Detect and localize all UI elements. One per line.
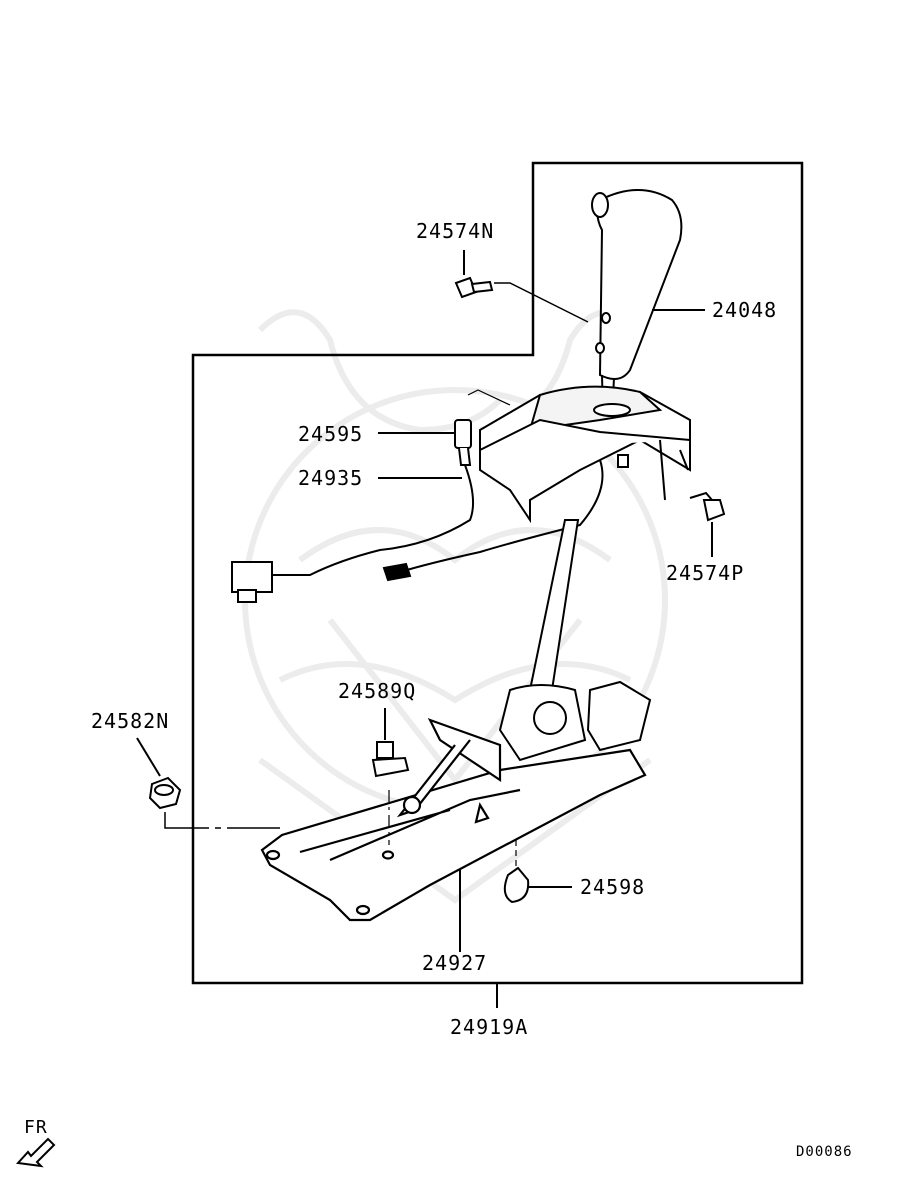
front-arrow-icon: [15, 1137, 56, 1168]
diagram-code: D00086: [796, 1144, 853, 1160]
clip-24598: [503, 866, 530, 904]
callout-24935: 24935: [298, 466, 364, 490]
callout-24574P: 24574P: [666, 561, 745, 585]
base-plate: [260, 718, 647, 922]
callout-24595: 24595: [298, 422, 364, 446]
wire-harness: [231, 459, 604, 603]
assembly-frame: [191, 161, 804, 985]
bulb-24595: [454, 419, 472, 466]
shift-lever: [498, 519, 652, 762]
callout-24048: 24048: [712, 298, 778, 322]
callout-24598: 24598: [580, 875, 646, 899]
screw-24574N: [454, 276, 494, 299]
callout-24574N: 24574N: [416, 219, 495, 243]
nut-24582N: [148, 776, 182, 810]
callout-24919A: 24919A: [450, 1015, 529, 1039]
indicator-panel: [479, 385, 691, 524]
callout-24927: 24927: [422, 951, 488, 975]
direction-label: FR: [24, 1117, 48, 1138]
bracket-24589Q: [371, 741, 410, 778]
shift-knob: [591, 189, 683, 416]
callout-24582N: 24582N: [91, 709, 170, 733]
callout-24589Q: 24589Q: [338, 679, 417, 703]
screw-24574P: [689, 491, 726, 522]
